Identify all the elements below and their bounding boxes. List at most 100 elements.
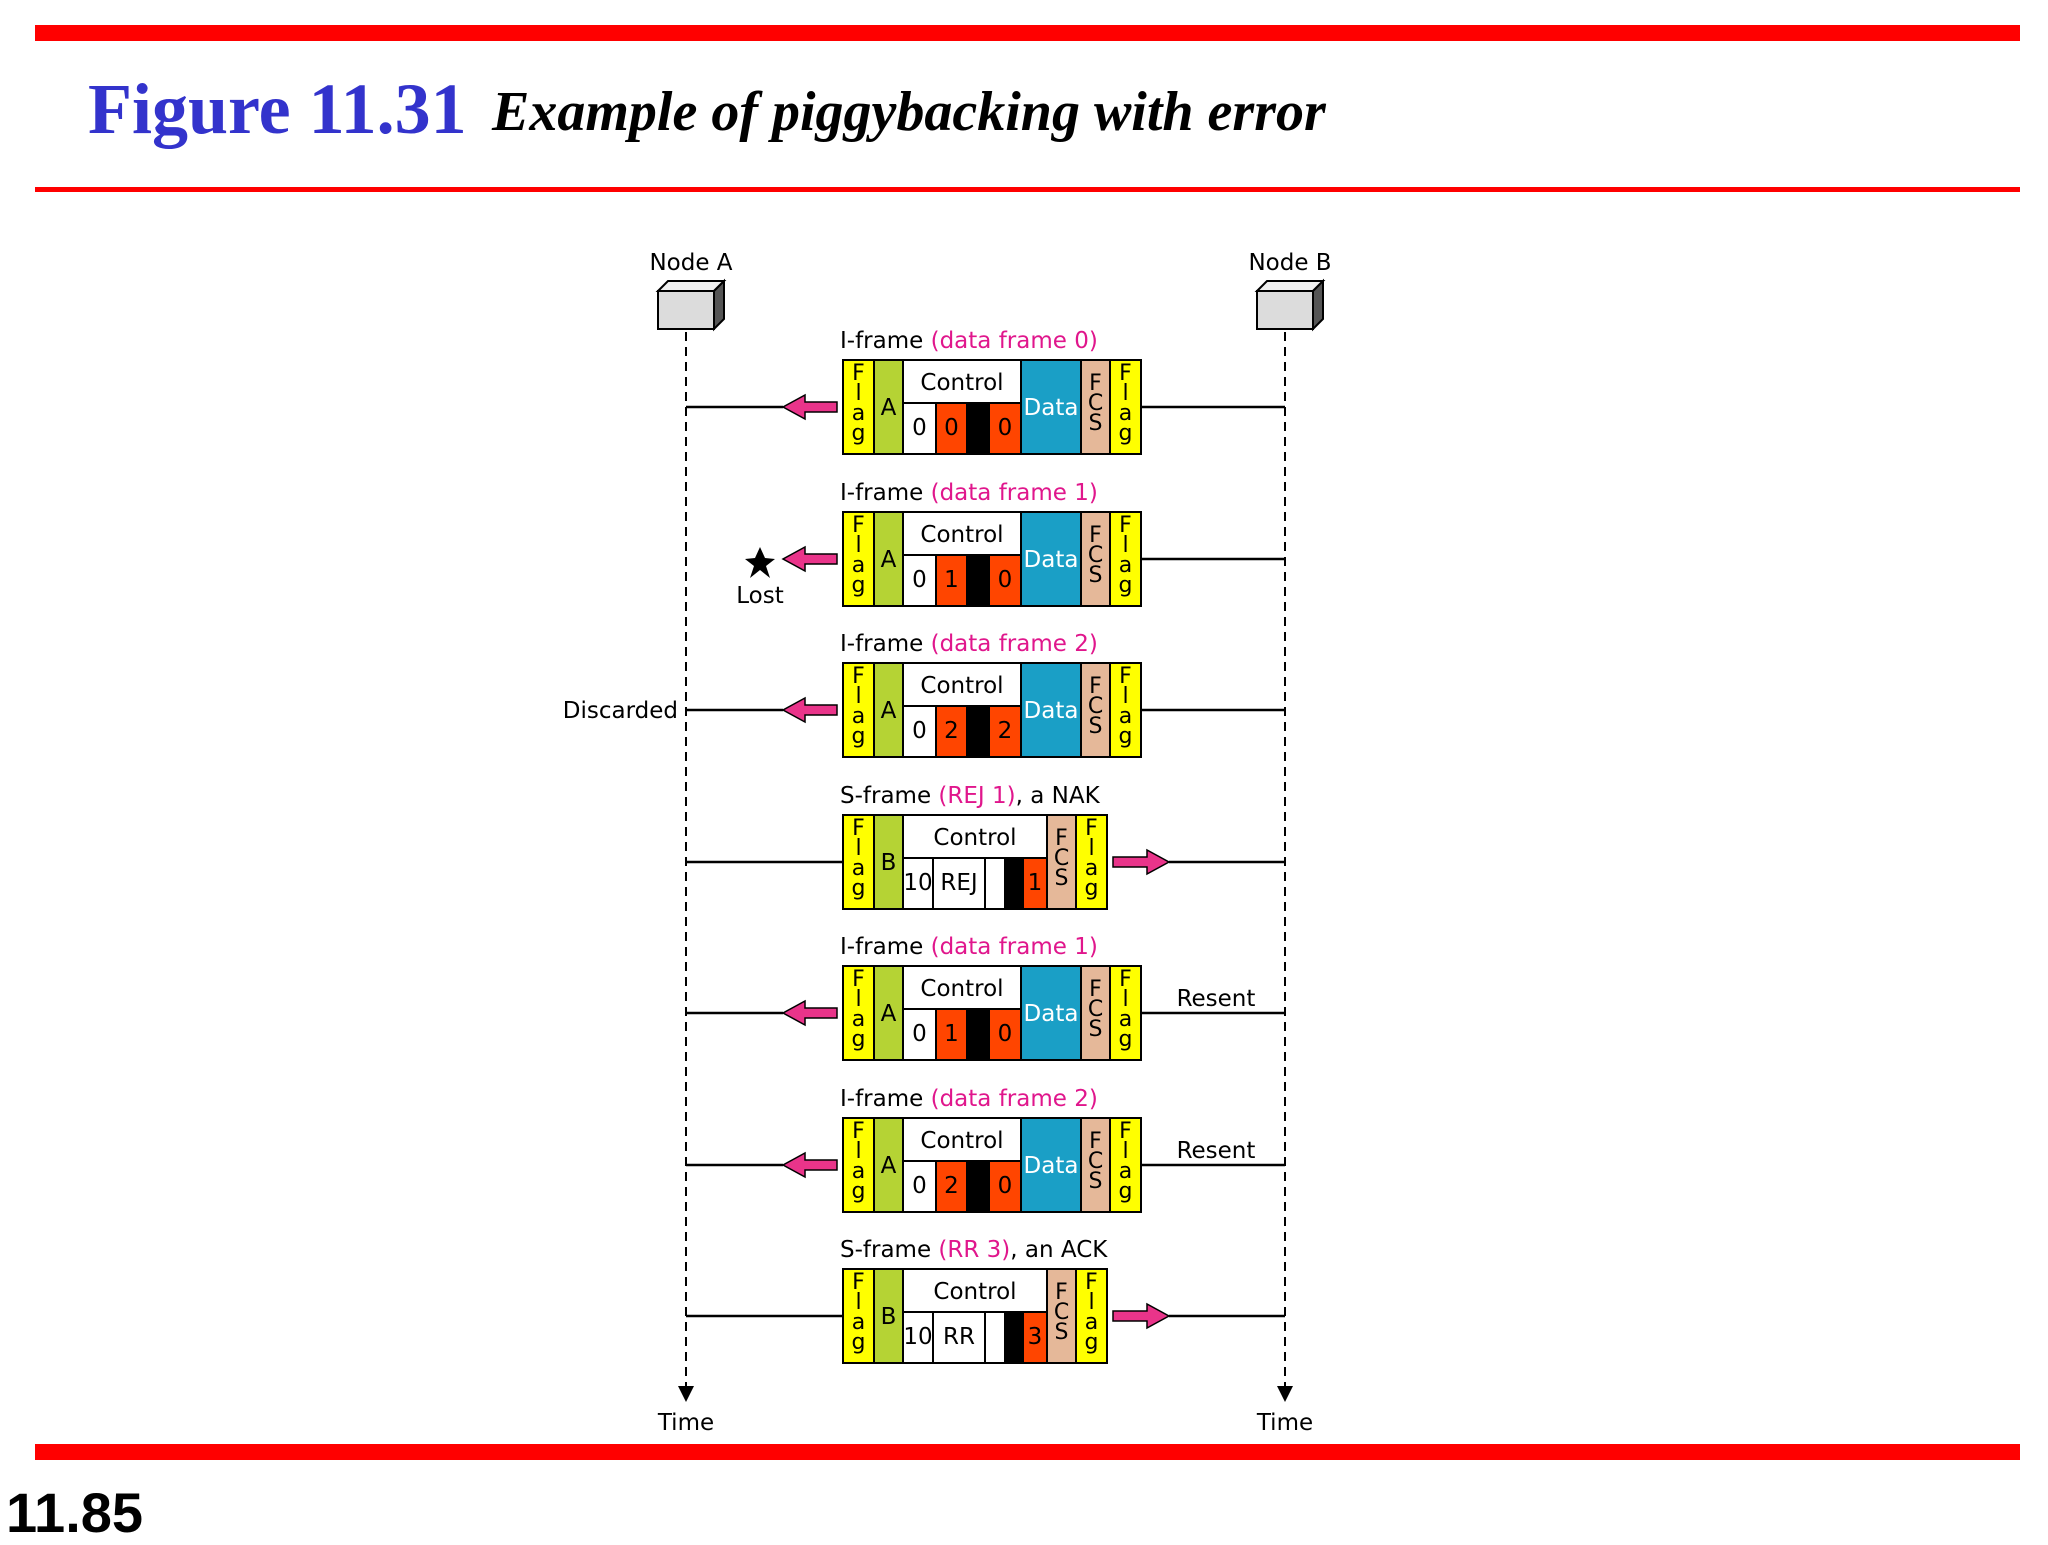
frame-6-control-type-bit: 0 (912, 1173, 927, 1199)
frame-4-control-cell-3 (1004, 857, 1024, 910)
frame-6-control-cell-2 (966, 1160, 990, 1213)
frame-2-address-label: A (881, 547, 897, 573)
frame-7-control-type-bits: 10 (903, 1324, 932, 1350)
frame-4-control-cell-2 (984, 857, 1006, 910)
frame-6-caption-type: I-frame (840, 1086, 931, 1112)
frame-6-flag-start-label-char: g (852, 1179, 866, 1204)
frame-7-fcs-label: FCS (1054, 1280, 1069, 1345)
frame-3-flag-end-label-char: g (1119, 724, 1133, 749)
node-b-time-label: Time (1256, 1410, 1313, 1436)
node-b: Node B (1248, 250, 1332, 332)
frame-3-control-ns: 2 (944, 718, 959, 744)
frame-4-caption-detail: (REJ 1) (938, 783, 1015, 809)
frame-2-flag-start-label-char: g (852, 573, 866, 598)
frame-3-control-type-bit: 0 (912, 718, 927, 744)
frame-3-fcs-label-char: S (1089, 714, 1103, 739)
frame-3-flag-start-label-char: a (852, 704, 865, 729)
frame-5-control-type-bit: 0 (912, 1021, 927, 1047)
frame-6-flag-end-label-char: l (1122, 1139, 1128, 1164)
frame-7-flag-start-label-char: F (852, 1270, 865, 1295)
frame-6-control-nr: 0 (998, 1173, 1013, 1199)
frame-5-data-label: Data (1024, 1001, 1079, 1027)
node-a-time-label: Time (657, 1410, 714, 1436)
frame-1-fcs-label-char: S (1089, 411, 1103, 436)
frame-7-fcs-label-char: C (1054, 1300, 1069, 1325)
frame-6-caption-detail: (data frame 2) (931, 1086, 1098, 1112)
frame-6-control-cell-0 (902, 1160, 937, 1213)
frame-3-flag-end-label-char: a (1119, 704, 1132, 729)
frame-4-fcs-label: FCS (1054, 826, 1069, 891)
frame-6-control-label: Control (920, 1128, 1003, 1154)
frame-2-control-ns: 1 (944, 567, 959, 593)
frame-7-control-header (902, 1268, 1048, 1313)
frame-4-control-cell-1 (932, 857, 986, 910)
frame-4-flag-end (1075, 814, 1108, 910)
frame-2-flag-end-label-char: F (1119, 513, 1132, 538)
frame-6-control-ns: 2 (944, 1173, 959, 1199)
frame-7-control-nr: 3 (1028, 1324, 1043, 1350)
frame-5-flag-start-label-char: F (852, 967, 865, 992)
frame-3-data-label: Data (1024, 698, 1079, 724)
frame-7-address-label: B (881, 1304, 897, 1330)
frame-6-address (873, 1117, 904, 1213)
frame-5-control-cell-3 (988, 1008, 1022, 1061)
frame-7-caption: S-frame (RR 3), an ACK (840, 1237, 1108, 1263)
frame-5-flag-start-label-char: g (852, 1027, 866, 1052)
frame-6-flag-start-label-char: a (852, 1159, 865, 1184)
frame-4-caption-type: S-frame (840, 783, 938, 809)
frame-4-flag-start-label-char: F (852, 816, 865, 841)
frame-2-flag-end-label-char: g (1119, 573, 1133, 598)
frame-4-fcs-label-char: C (1054, 846, 1069, 871)
frame-6-flag-end-label-char: F (1119, 1119, 1132, 1144)
frame-3-control-nr: 2 (998, 718, 1013, 744)
frame-2-control-cell-2 (966, 554, 990, 607)
frame-1-flag-end-label-char: F (1119, 361, 1132, 386)
slide-number: 11.85 (6, 1481, 144, 1544)
frame-1-control-cell-0 (902, 402, 937, 455)
frame-2-control-label: Control (920, 522, 1003, 548)
frame-7-caption-detail: (RR 3) (938, 1237, 1010, 1263)
node-b-front (1256, 290, 1314, 330)
frame-2-left-note: Lost (736, 583, 783, 609)
frame-3-control-label: Control (920, 673, 1003, 699)
frame-2-control-nr: 0 (998, 567, 1013, 593)
frame-7-flag-start-label-char: a (852, 1310, 865, 1335)
frame-6-address-label: A (881, 1153, 897, 1179)
frame-2-control-cell-1 (935, 554, 968, 607)
frame-5-flag-start-label-char: l (855, 987, 861, 1012)
frame-6-right-note: Resent (1177, 1138, 1256, 1164)
frame-7-control-code: RR (943, 1324, 975, 1350)
frame-1-flag-start-label-char: l (855, 381, 861, 406)
frame-3-flag-end-label-char: F (1119, 664, 1132, 689)
title-underline (35, 187, 2020, 192)
frame-1-flag-end-label-char: a (1119, 401, 1132, 426)
frame-4-flag-start-label-char: l (855, 836, 861, 861)
frame-5-flag-end-label-char: g (1119, 1027, 1133, 1052)
frame-5-control-cell-2 (966, 1008, 990, 1061)
frame-4-control-code: REJ (940, 870, 977, 896)
frame-5-address-label: A (881, 1001, 897, 1027)
frame-2-fcs-label: FCS (1088, 523, 1103, 588)
frame-2-fcs-label-char: C (1088, 543, 1103, 568)
node-a-time-arrowhead (678, 1386, 694, 1402)
frame-4-flag-start (842, 814, 875, 910)
frame-2-control-type-bit: 0 (912, 567, 927, 593)
frame-4-flag-end-label-char: g (1085, 876, 1099, 901)
frame-1-control-cell-2 (966, 402, 990, 455)
frame-1-fcs-label-char: F (1089, 371, 1102, 396)
frame-5-fcs-label-char: S (1089, 1017, 1103, 1042)
